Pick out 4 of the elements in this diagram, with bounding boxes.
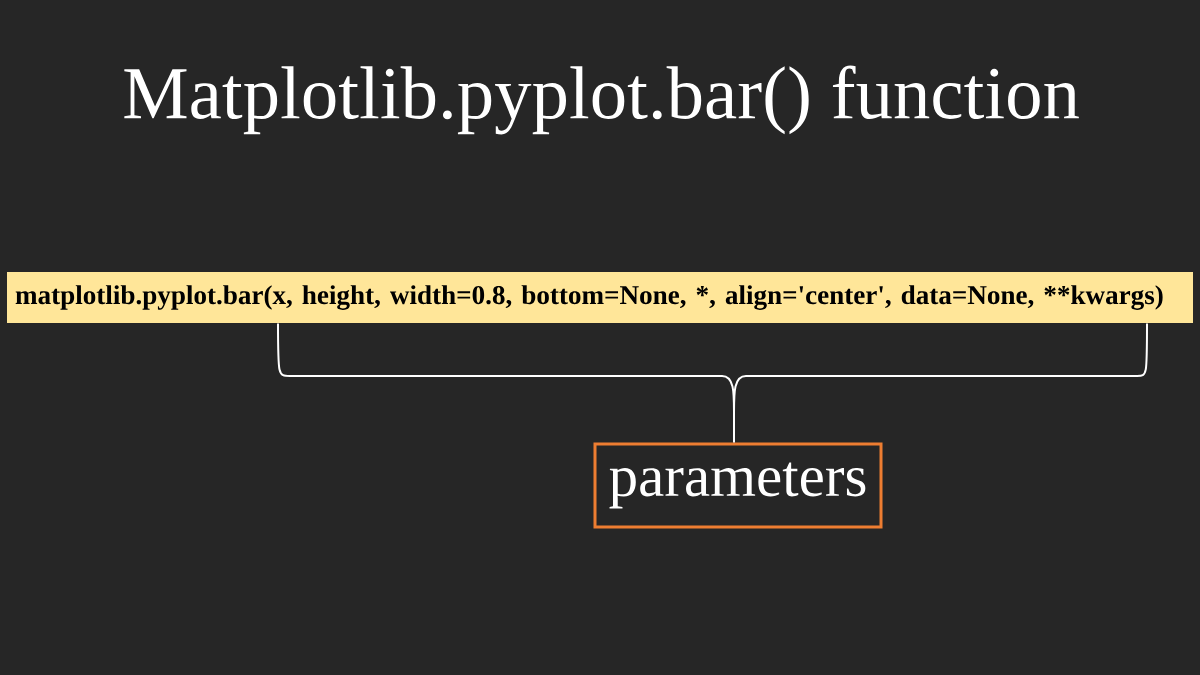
curly-brace bbox=[277, 322, 1148, 444]
title: Matplotlib.pyplot.bar() function bbox=[124, 65, 1079, 135]
label-box: parameters bbox=[593, 442, 883, 529]
code-box: matplotlib.pyplot.bar(x, height, width=0.8, bottom=None, *, align='center', data=None, **kwargs) bbox=[7, 272, 1193, 323]
